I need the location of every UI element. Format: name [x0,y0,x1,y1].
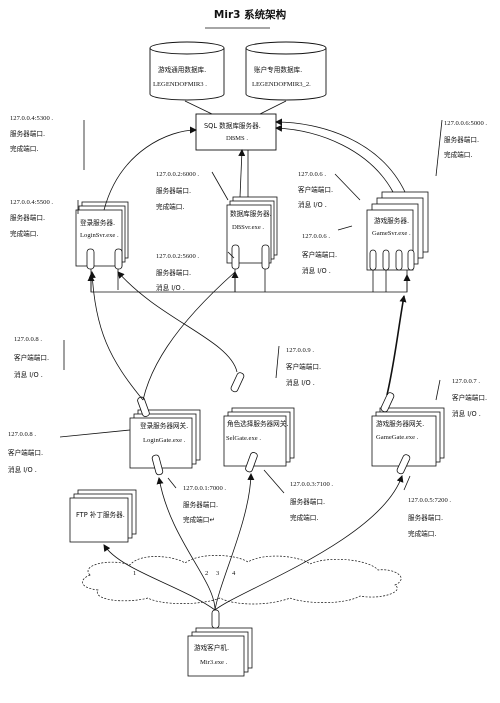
annot-7100-l1: 127.0.0.3:7100 . [290,481,334,488]
db-server-id: DBSvr.exe . [232,224,265,231]
annot-sql-l3: 完成端口. [10,145,39,153]
login-server-name: 登录服务器. [80,219,116,227]
annot-gate8a-l2: 客户端端口. [14,354,50,362]
game-server-name: 游戏服务器. [374,217,410,225]
annot-dbmid-l1: 127.0.0.2:5600 . [156,253,200,260]
login-gate-stack [129,409,201,469]
annot-gc2-l2: 客户端端口. [302,251,338,259]
annot-gc1-l2: 客户端端口. [298,186,334,194]
annot-gate8b-l1: 127.0.0.8 . [8,431,37,438]
annot-gametop-l1: 127.0.0.6:5000 . [444,120,488,127]
annot-gate8a-l3: 消息 I/O . [14,371,43,379]
game-server-id: GameSvr.exe . [372,230,411,237]
sel-gate-id: SelGate.exe . [226,435,261,442]
annot-dbmid-l2: 服务器端口. [156,269,192,277]
cloud-label-3: 3 [216,570,220,577]
annot-gc2-l1: 127.0.0.6 . [302,233,331,240]
database-cylinder-account [245,41,327,101]
game-gate-name: 游戏服务器网关. [376,420,425,428]
game-server-stack [366,191,429,271]
annot-login-l1: 127.0.0.4:5500 . [10,199,54,206]
client-id: Mir3.exe . [200,659,228,666]
db-account-name: 账户专用数据库. [254,66,303,74]
cloud-label-2: 2 [205,570,209,577]
annot-gate8a-l1: 127.0.0.8 . [14,336,43,343]
db-general-id: LEGENDOFMIR3 . [153,81,207,88]
port-plugs [86,244,415,629]
sel-gate-name: 角色选择服务器网关. [227,420,289,428]
annot-7100-l2: 服务器端口. [290,498,326,506]
annot-7200-l2: 服务器端口. [408,514,444,522]
annot-login-l3: 完成端口. [10,230,39,238]
annot-7200-l1: 127.0.0.5:7200 . [408,497,452,504]
sel-gate-stack [223,407,295,467]
network-cloud [82,555,402,605]
annot-7000-l2: 服务器端口. [183,501,219,509]
annot-gc1-l3: 消息 I/O . [298,201,327,209]
annot-dbtop-l3: 完成端口. [156,203,185,211]
annot-dbmid-l3: 消息 I/O . [156,284,185,292]
db-account-id: LEGENDOFMIR3_2. [252,81,311,88]
client-name: 游戏客户机. [194,644,230,652]
annot-gc1-l1: 127.0.0.6 . [298,171,327,178]
annot-gate7-l2: 客户端端口. [452,394,488,402]
ftp-server-name: FTP 补丁服务器. [76,511,125,519]
annot-gametop-l2: 服务器端口. [444,136,480,144]
annot-gc2-l3: 消息 I/O . [302,267,331,275]
connections [59,118,443,611]
login-gate-id: LoginGate.exe . [143,437,186,444]
annot-gate7-l1: 127.0.0.7 . [452,378,481,385]
annot-gate9-l1: 127.0.0.9 . [286,347,315,354]
annot-gametop-l3: 完成端口. [444,151,473,159]
diagram-title: Mir3 系统架构 [213,9,287,21]
client-stack [187,627,253,677]
annot-gate9-l3: 消息 I/O . [286,379,315,387]
annot-7200-l3: 完成端口. [408,530,437,538]
annot-sql-l1: 127.0.0.4:5300 . [10,115,54,122]
annot-gate9-l2: 客户端端口. [286,363,322,371]
annot-7100-l3: 完成端口. [290,514,319,522]
ftp-server-stack [69,489,137,543]
database-cylinder-general [149,41,225,101]
login-gate-name: 登录服务器网关. [140,422,189,430]
annot-7000-l1: 127.0.0.1:7000 . [183,485,227,492]
annot-gate7-l3: 消息 I/O . [452,410,481,418]
game-gate-stack [371,407,445,467]
sql-server-box [195,113,277,151]
db-server-name: 数据库服务器. [230,210,272,218]
login-server-id: LoginSvr.exe . [80,232,119,239]
annot-dbtop-l1: 127.0.0.2:6000 . [156,171,200,178]
annot-dbtop-l2: 服务器端口. [156,187,192,195]
sql-server-id: DBMS . [226,135,248,142]
annot-gate8b-l3: 消息 I/O . [8,466,37,474]
annot-sql-l2: 服务器端口. [10,130,46,138]
annot-7000-l3: 完成端口↵ [183,516,215,524]
db-general-name: 游戏通用数据库. [158,66,207,74]
cloud-label-1: 1 [133,570,137,577]
annot-gate8b-l2: 客户端端口. [8,449,44,457]
sql-server-name: SQL 数据库服务器. [204,122,261,130]
cloud-label-4: 4 [232,570,236,577]
game-gate-id: GameGate.exe . [376,434,419,441]
annot-login-l2: 服务器端口. [10,214,46,222]
